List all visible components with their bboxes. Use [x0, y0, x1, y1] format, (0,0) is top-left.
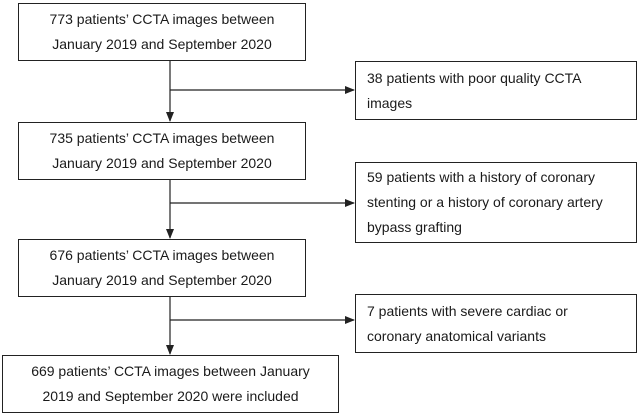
flow-box-1-line-1: 773 patients’ CCTA images between	[49, 11, 275, 27]
flow-box-2-line-1: 735 patients’ CCTA images between	[49, 130, 275, 146]
exclusion-box-2-line-3: bypass grafting	[367, 219, 462, 235]
exclusion-box-2: 59 patients with a history of coronary s…	[355, 162, 637, 243]
exclusion-box-3-line-1: 7 patients with severe cardiac or	[367, 302, 568, 319]
flow-box-1: 773 patients’ CCTA images between Januar…	[18, 3, 306, 61]
exclusion-box-1-line-1: 38 patients with poor quality CCTA	[367, 69, 582, 86]
flow-box-final-line-2: 2019 and September 2020 were included	[42, 388, 299, 404]
flow-box-3-line-1: 676 patients’ CCTA images between	[49, 247, 275, 263]
flow-box-final: 669 patients’ CCTA images between Januar…	[2, 355, 339, 413]
flow-box-3-line-2: January 2019 and September 2020	[52, 272, 272, 288]
flow-box-2-line-2: January 2019 and September 2020	[52, 155, 272, 171]
exclusion-box-3: 7 patients with severe cardiac or corona…	[355, 294, 637, 353]
flow-box-3: 676 patients’ CCTA images between Januar…	[18, 239, 306, 297]
exclusion-box-2-line-2: stenting or a history of coronary artery	[367, 194, 603, 210]
flow-box-1-line-2: January 2019 and September 2020	[52, 36, 272, 52]
exclusion-box-1-line-2: images	[367, 94, 413, 111]
exclusion-box-1: 38 patients with poor quality CCTA image…	[355, 61, 637, 120]
exclusion-box-3-line-2: coronary anatomical variants	[367, 327, 546, 344]
flow-box-2: 735 patients’ CCTA images between Januar…	[18, 122, 306, 180]
exclusion-box-2-line-1: 59 patients with a history of coronary	[367, 169, 596, 185]
flow-box-final-line-1: 669 patients’ CCTA images between Januar…	[31, 363, 310, 379]
